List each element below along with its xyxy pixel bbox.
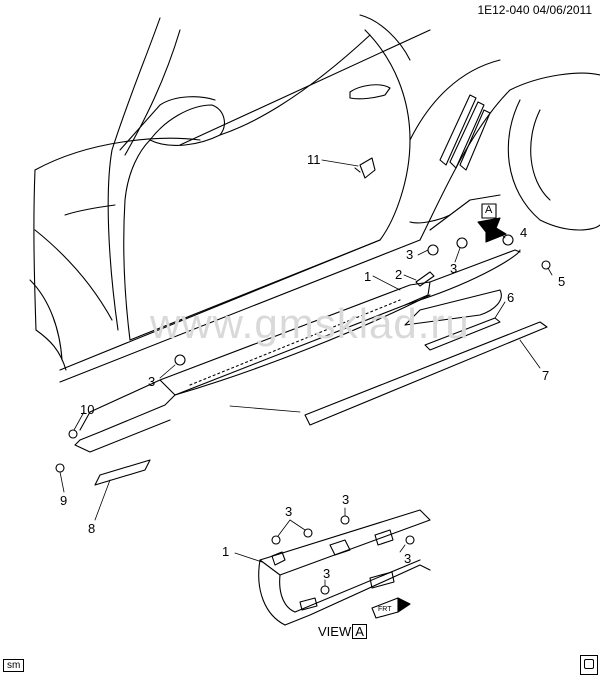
rocker-panel-molding — [74, 249, 521, 453]
callout-3: 3 — [404, 551, 412, 566]
callout-1: 1 — [364, 269, 372, 284]
callout-3: 3 — [285, 504, 293, 519]
fastener-parts — [55, 157, 551, 486]
callout-3: 3 — [148, 374, 156, 389]
callout-9: 9 — [60, 493, 68, 508]
seal-strip — [424, 317, 501, 351]
leader-lines — [59, 159, 553, 521]
view-arrow-label: A — [485, 204, 493, 216]
callout-3: 3 — [406, 247, 414, 262]
callout-8: 8 — [88, 521, 96, 536]
callout-7: 7 — [542, 368, 550, 383]
watermark: www.gmsklad.ru — [150, 300, 470, 347]
callout-4: 4 — [520, 225, 528, 240]
callout-2: 2 — [395, 267, 403, 282]
trim-strip — [229, 321, 548, 426]
callout-3: 3 — [342, 492, 350, 507]
vehicle-body-outline — [29, 14, 600, 383]
callout-10: 10 — [80, 402, 95, 417]
view-a-arrow — [477, 203, 507, 243]
callout-3: 3 — [323, 566, 331, 581]
callout-3: 3 — [450, 261, 458, 276]
callout-5: 5 — [558, 274, 566, 289]
diagram-reference-code: 1E12-040 04/06/2011 — [477, 3, 592, 17]
forward-label: FRT — [378, 606, 392, 613]
callout-1: 1 — [222, 544, 230, 559]
callout-11: 11 — [307, 152, 321, 167]
detail-view-a — [234, 507, 431, 626]
corner-tag: sm — [3, 659, 25, 672]
callout-6: 6 — [507, 290, 515, 305]
reference-icon — [580, 655, 598, 675]
view-caption-text: VIEW — [318, 624, 352, 639]
view-caption-ref: A — [352, 624, 367, 639]
